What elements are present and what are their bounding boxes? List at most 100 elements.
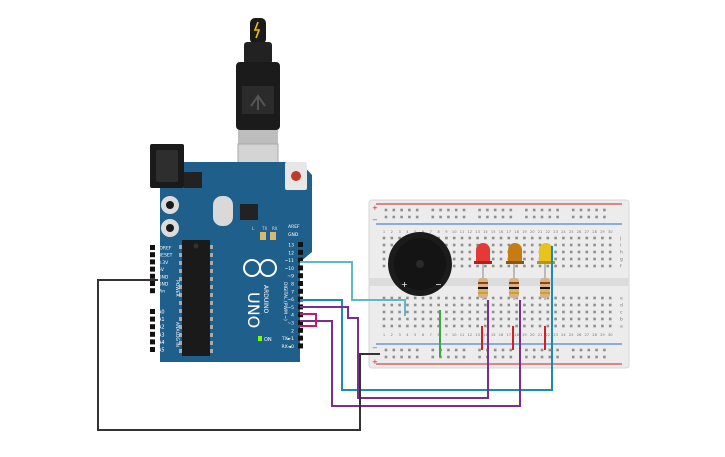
analog-pin[interactable] [150,339,155,345]
row-letter: j [619,236,621,242]
resistor-3[interactable] [540,264,550,300]
resistor-2[interactable] [509,264,519,300]
wire-pin11-buzzer[interactable] [300,261,406,316]
led-yellow[interactable] [537,243,555,264]
column-number: 8 [437,333,440,337]
power-pin[interactable] [150,273,155,279]
column-number: 20 [530,230,535,234]
wire-pin6-yellow-led[interactable] [300,246,553,391]
analog-pin[interactable] [150,331,155,337]
row-letter: e [620,297,623,302]
piezo-buzzer[interactable]: + − [388,232,452,296]
power-pin-label: GND [158,282,169,288]
digital-pin[interactable] [298,288,303,294]
column-number: 7 [430,333,432,337]
column-number: 22 [546,230,551,234]
column-number: 3 [398,333,400,337]
column-number: 10 [452,333,457,337]
analog-label: ANALOG IN [174,322,180,347]
column-number: 30 [608,333,613,337]
analog-pin[interactable] [150,324,155,330]
column-number: 25 [569,230,574,234]
digital-pin[interactable] [298,335,303,341]
digital-pin[interactable] [298,242,303,247]
column-number: 2 [391,230,393,234]
wire-pin3[interactable] [300,313,317,327]
digital-pin-label: 8 [291,282,294,288]
power-pin[interactable] [150,259,155,265]
row-letter: b [620,317,623,323]
row-letter: h [620,250,623,256]
column-number: 4 [406,230,409,234]
power-pin-label: 3.3V [158,260,169,266]
power-label: POWER [174,280,180,297]
power-pin-label: GND [158,274,169,280]
analog-pin-label: A1 [158,317,165,323]
digital-pin-label: TX►1 [281,336,294,342]
column-number: 28 [592,230,597,234]
digital-pin[interactable] [298,320,303,325]
power-pin[interactable] [150,245,155,250]
arduino-logo: ARDUINO [243,259,277,314]
digital-pin[interactable] [298,273,303,279]
column-number: 6 [422,333,425,337]
aref-label: AREF [288,224,300,230]
power-pin[interactable] [150,281,155,286]
digital-pin[interactable] [298,327,303,333]
digital-pin-label: 7 [291,289,294,295]
digital-pin[interactable] [298,343,303,349]
usb-chip [240,204,258,220]
analog-pin-label: A0 [158,310,165,316]
arduino-board[interactable]: TX RX L ON ARDUINO UNO 1312~11~10~987~6~… [150,144,312,362]
wire-gnd[interactable] [97,279,380,431]
resistor-1[interactable] [478,264,488,300]
analog-pin[interactable] [150,316,155,322]
row-letter: g [620,258,623,263]
column-number: 15 [491,230,496,234]
power-pin[interactable] [150,288,155,294]
column-number: 17 [507,230,512,234]
column-number: 4 [406,333,409,337]
column-number: 22 [546,333,551,337]
lightning-icon [253,21,261,39]
column-number: 13 [475,230,480,234]
analog-pin[interactable] [150,347,155,352]
column-number: 14 [483,230,488,234]
buzzer-plus-label: + [401,280,408,289]
power-pin[interactable] [150,266,155,272]
row-letter: c [620,311,623,316]
column-number: 5 [414,333,416,337]
column-number: 23 [553,230,558,234]
column-number: 2 [391,333,393,337]
crystal [213,196,233,226]
led-orange[interactable] [506,243,524,264]
digital-pin-label: 13 [288,243,294,249]
analog-pin[interactable] [150,309,155,314]
column-number: 23 [553,333,558,337]
column-number: 17 [507,333,512,337]
column-number: 9 [445,230,448,234]
digital-pin[interactable] [298,265,303,271]
led-red[interactable] [474,243,492,264]
digital-label: DIGITAL (PWM ~) [282,282,288,321]
digital-pin-label: 4 [291,313,294,319]
on-label: ON [264,337,272,343]
column-number: 9 [445,333,448,337]
column-number: 12 [468,333,473,337]
digital-pin[interactable] [298,257,303,263]
column-number: 28 [592,333,597,337]
wire-pin5-red-led[interactable] [300,300,489,399]
column-number: 29 [600,333,605,337]
digital-pin-label: ~10 [285,266,295,272]
digital-pin[interactable] [298,281,303,286]
top-minus-label: − [372,216,378,224]
gnd-label: GND [288,232,299,238]
power-pin[interactable] [150,252,155,258]
digital-pin[interactable] [298,249,303,255]
wire-pin4-orange-led[interactable] [300,300,521,407]
column-number: 20 [530,333,535,337]
